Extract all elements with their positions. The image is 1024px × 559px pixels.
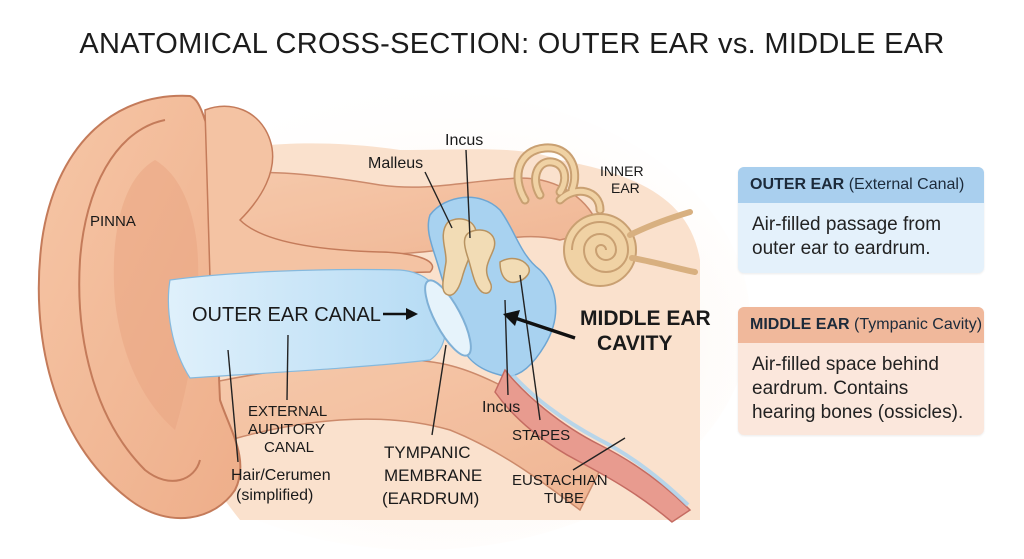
stapes-bone [499, 257, 530, 284]
outer-ear-info-box: OUTER EAR (External Canal) Air-filled pa… [738, 167, 984, 273]
middle-ear-box-line: hearing bones (ossicles). [752, 402, 964, 423]
label-outer-ear-canal: OUTER EAR CANAL [192, 304, 381, 326]
label-hair-cerumen-2: (simplified) [236, 487, 313, 504]
label-eustachian-1: EUSTACHIAN [512, 472, 608, 489]
middle-ear-box-line: eardrum. Contains [752, 378, 909, 399]
outer-ear-box-subheading: (External Canal) [848, 176, 965, 193]
outer-ear-canal [167, 268, 447, 379]
label-tympanic-1: TYMPANIC [384, 443, 471, 462]
pinna-inner-fold [78, 119, 201, 482]
tympanic-membrane [424, 279, 472, 357]
label-tympanic-3: (EARDRUM) [382, 489, 479, 508]
stapes-leader [519, 274, 541, 421]
label-inner-ear-1: INNER [600, 163, 644, 179]
label-incus-top: Incus [445, 132, 483, 149]
middle-ear-box-body: Air-filled space behind eardrum. Contain… [738, 343, 984, 425]
middle-ear-box-heading: MIDDLE EAR [750, 316, 850, 333]
label-malleus: Malleus [368, 155, 423, 172]
outer-ear-box-line: Air-filled passage from [752, 214, 942, 235]
label-pinna: PINNA [90, 213, 136, 230]
upper-canal-wall [204, 105, 434, 279]
label-stapes: STAPES [512, 427, 570, 444]
cochlea [563, 213, 637, 287]
label-middle-ear-cavity-1: MIDDLE EAR [580, 307, 711, 330]
middle-ear-box-subheading: (Tympanic Cavity) [854, 316, 983, 333]
label-hair-cerumen-1: Hair/Cerumen [231, 467, 331, 484]
label-inner-ear-2: EAR [611, 180, 640, 196]
label-incus-bottom: Incus [482, 399, 520, 416]
middle-ear-box-line: Air-filled space behind [752, 354, 939, 375]
hair-leader [227, 349, 239, 463]
label-tympanic-2: MEMBRANE [384, 466, 482, 485]
outer-ear-box-body: Air-filled passage from outer ear to ear… [738, 203, 984, 261]
label-external-canal-3: CANAL [264, 439, 314, 456]
label-external-canal-2: AUDITORY [248, 421, 325, 438]
pinna-concha [113, 160, 199, 430]
outer-ear-box-heading: OUTER EAR [750, 176, 845, 193]
auditory-nerve [627, 209, 698, 275]
outer-canal-arrow [383, 308, 418, 320]
middle-ear-box-header: MIDDLE EAR (Tympanic Cavity) [738, 307, 984, 343]
incus-bone [463, 229, 496, 294]
label-eustachian-2: TUBE [544, 490, 584, 507]
outer-ear-box-line: outer ear to eardrum. [752, 238, 931, 259]
eustachian-leader [572, 437, 626, 471]
external-canal-leader [286, 334, 289, 401]
page-title: ANATOMICAL CROSS-SECTION: OUTER EAR vs. … [79, 28, 945, 60]
outer-ear-box-header: OUTER EAR (External Canal) [738, 167, 984, 203]
incus-top-leader [465, 149, 471, 239]
middle-ear-info-box: MIDDLE EAR (Tympanic Cavity) Air-filled … [738, 307, 984, 435]
middle-cavity-arrow [503, 310, 576, 340]
label-external-canal-1: EXTERNAL [248, 403, 327, 420]
tympanic-leader [431, 344, 447, 436]
eustachian-tube [494, 368, 692, 523]
label-middle-ear-cavity-2: CAVITY [597, 332, 672, 355]
malleus-leader [424, 171, 453, 229]
